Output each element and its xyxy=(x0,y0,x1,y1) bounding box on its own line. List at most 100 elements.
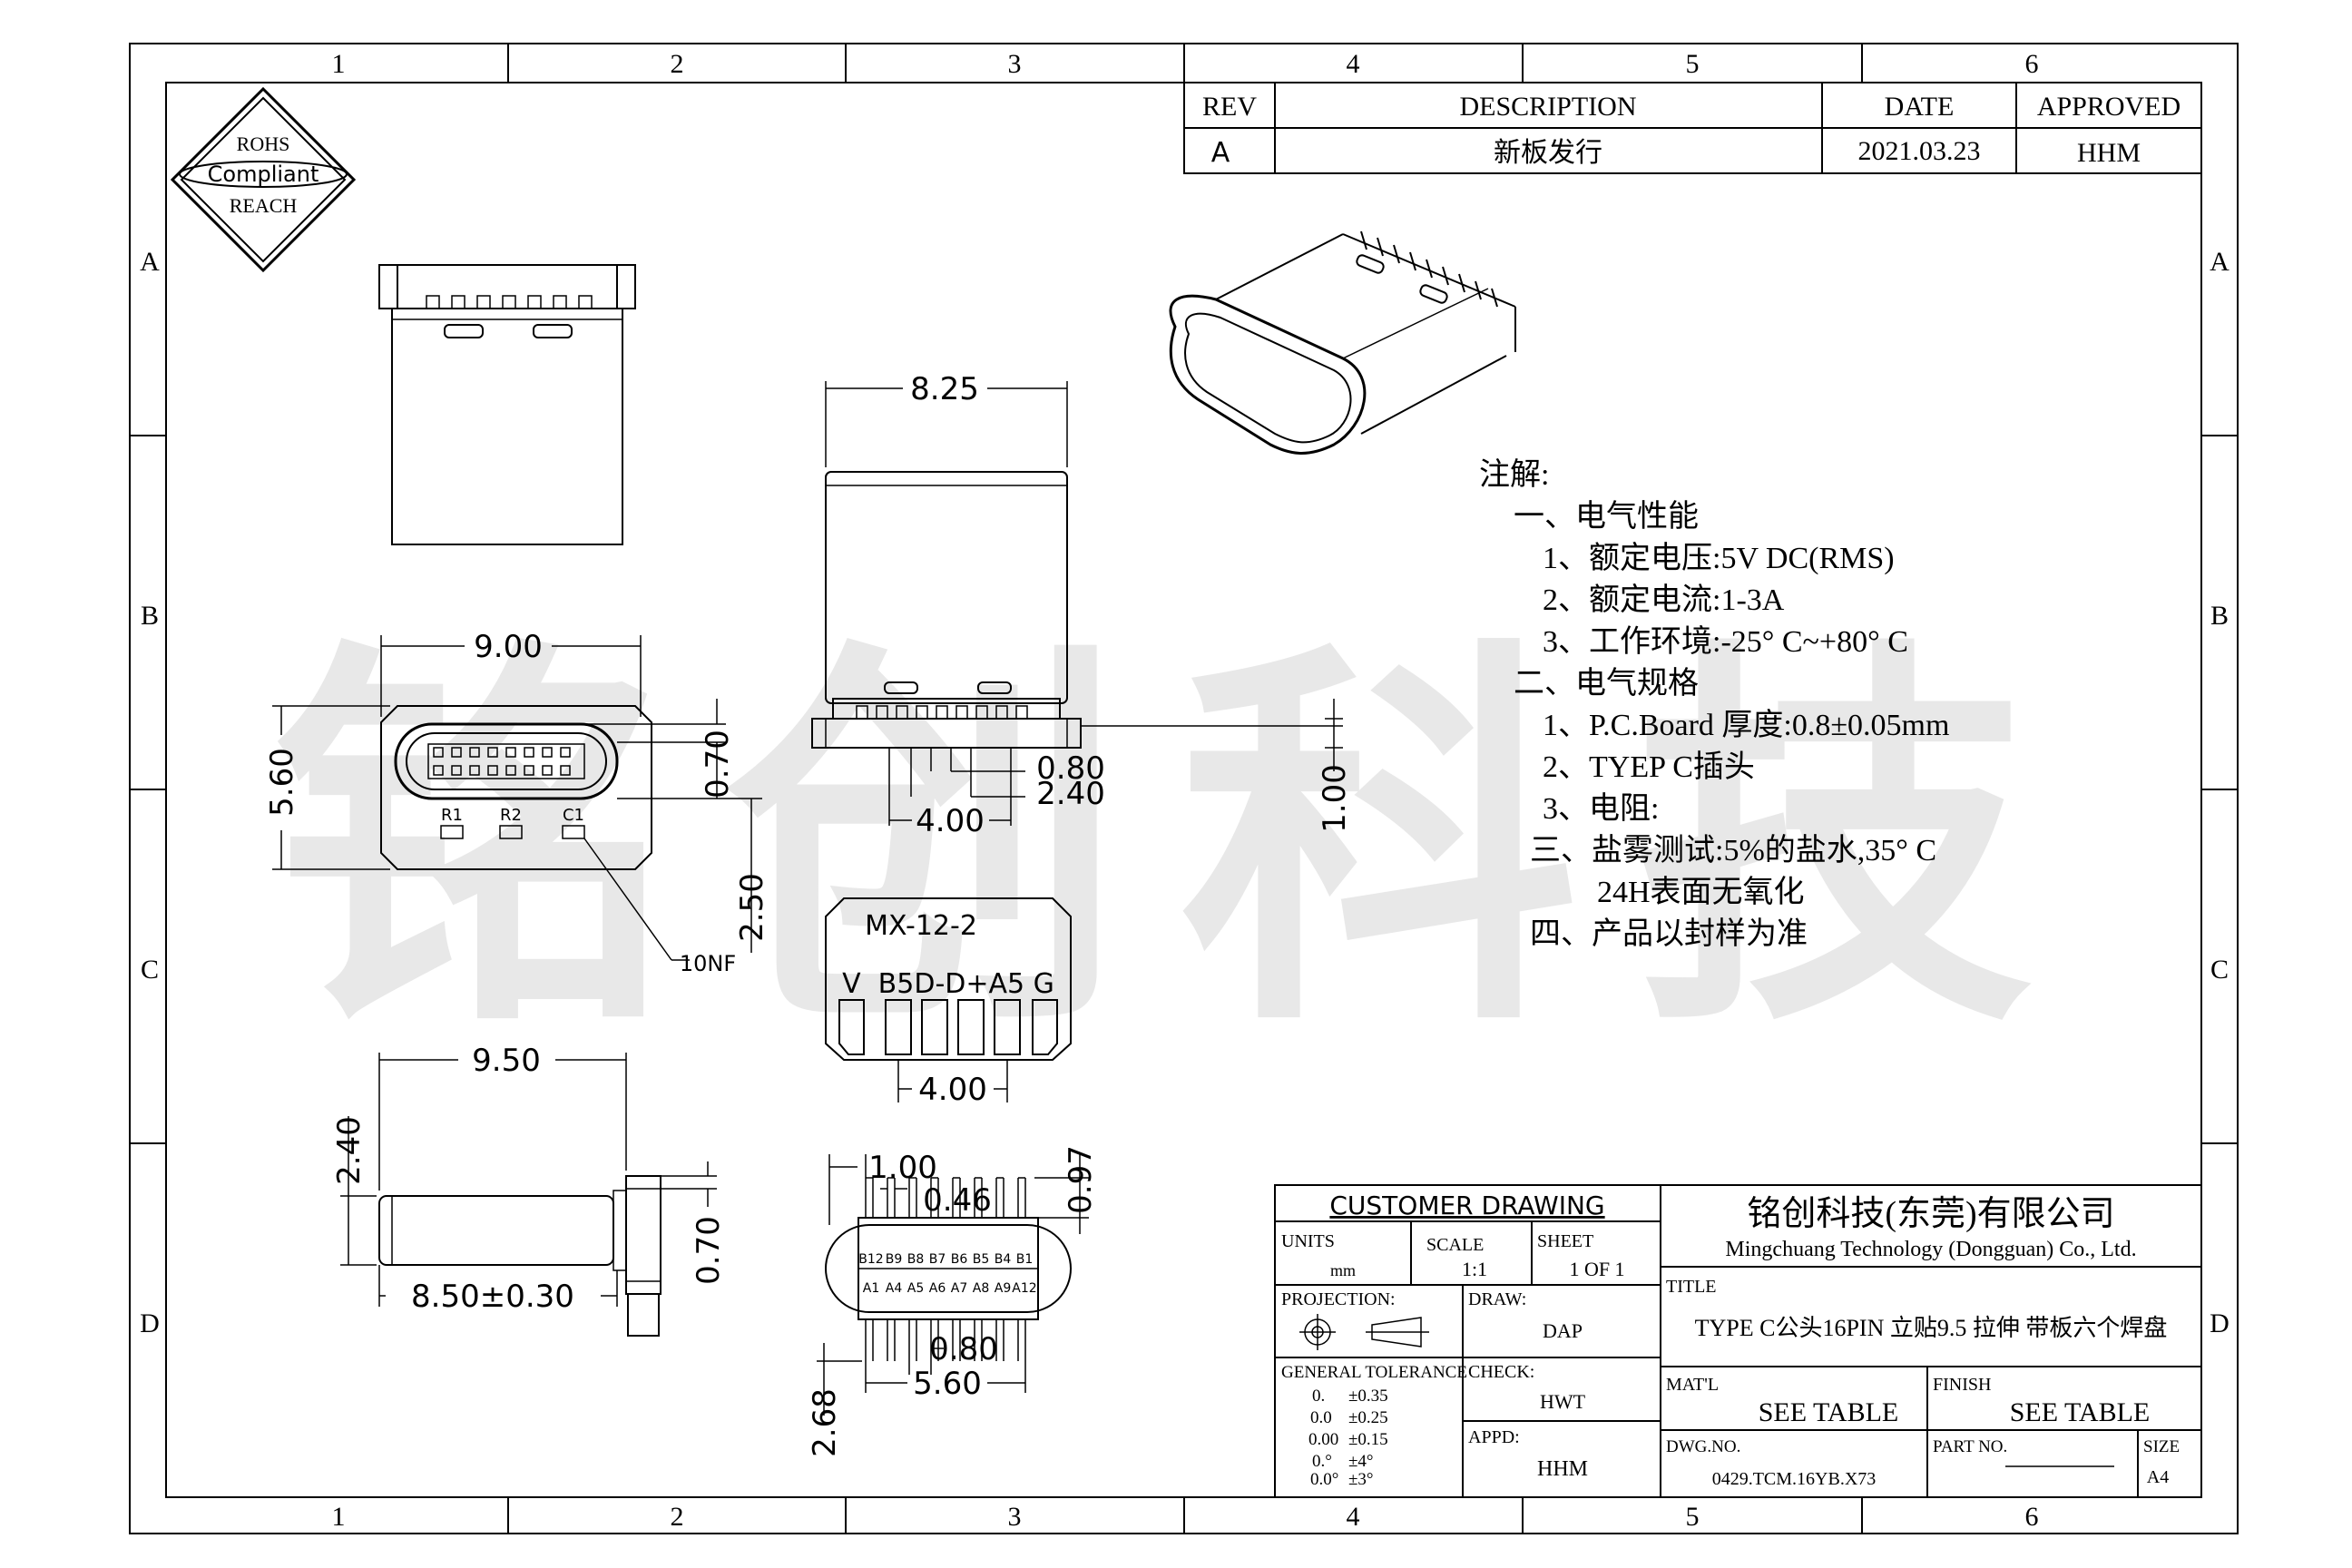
zone-bottom-3: 3 xyxy=(1008,1502,1022,1532)
dim-4-00-b: 4.00 xyxy=(918,1072,987,1108)
dim-2-40-a: 2.40 xyxy=(1036,776,1105,812)
title-label: TITLE xyxy=(1666,1277,1717,1297)
tol-key-5: 0.0° xyxy=(1310,1470,1338,1489)
draw-value: DAP xyxy=(1543,1319,1583,1342)
tol-key-4: 0.° xyxy=(1312,1452,1332,1471)
pin-b7: B7 xyxy=(929,1252,946,1267)
note-line-8: 3、电阻: xyxy=(1543,791,1659,826)
dim-5-60-a: 5.60 xyxy=(264,748,300,817)
dim-9-50: 9.50 xyxy=(472,1043,541,1079)
dim-2-68: 2.68 xyxy=(807,1388,843,1457)
tol-val-2: ±0.25 xyxy=(1348,1408,1388,1427)
compliant-text: Compliant xyxy=(208,162,319,187)
revision-block: REV DESCRIPTION DATE APPROVED A 新板发行 202… xyxy=(1183,82,2202,174)
zone-left-c: C xyxy=(141,955,159,985)
zone-bottom-5: 5 xyxy=(1686,1502,1700,1532)
date-header: DATE xyxy=(1885,92,1955,122)
appd-label: APPD: xyxy=(1468,1427,1520,1447)
dim-4-00-a: 4.00 xyxy=(916,803,985,839)
label-r2: R2 xyxy=(500,806,522,825)
dwgno-value: 0429.TCM.16YB.X73 xyxy=(1712,1469,1877,1489)
tol-key-1: 0. xyxy=(1312,1387,1325,1406)
pin-a9: A9 xyxy=(995,1281,1011,1296)
face-contacts xyxy=(433,747,571,776)
front-view-top xyxy=(378,264,636,545)
matl-value: SEE TABLE xyxy=(1759,1397,1899,1427)
zone-top-6: 6 xyxy=(2025,49,2039,79)
projection-symbol xyxy=(1299,1314,1429,1350)
rev-value: A xyxy=(1211,137,1230,169)
pin-layout-view: B12 B9 B8 B7 B6 B5 B4 B1 A1 A4 A5 A6 A7 … xyxy=(807,1145,1099,1457)
center-pins xyxy=(856,705,1028,720)
pin-b12: B12 xyxy=(858,1252,883,1267)
pcb-pad-labels: V B5D-D+A5 G xyxy=(842,968,1054,1000)
side-view-center: 8.25 0.80 2.40 4.00 1.00 xyxy=(811,371,1353,839)
dim-8-50: 8.50±0.30 xyxy=(411,1279,574,1315)
dim-0-80-b: 0.80 xyxy=(929,1331,998,1367)
size-value: A4 xyxy=(2147,1467,2169,1487)
pin-a6: A6 xyxy=(929,1281,946,1296)
pin-labels-bottom: A1 A4 A5 A6 A7 A8 A9 A12 xyxy=(863,1281,1037,1296)
zone-bottom-4: 4 xyxy=(1347,1502,1360,1532)
pin-b9: B9 xyxy=(886,1252,903,1267)
sheet-label: SHEET xyxy=(1537,1231,1593,1251)
pin-a12: A12 xyxy=(1012,1281,1036,1296)
isometric-view xyxy=(1169,230,1516,455)
description-value: 新板发行 xyxy=(1494,138,1602,168)
note-line-3: 2、额定电流:1-3A xyxy=(1543,583,1785,617)
rev-header: REV xyxy=(1202,92,1257,122)
mating-face-view: R1 R2 C1 10NF 9.00 5.60 0.70 2.50 xyxy=(264,629,770,976)
units-value: mm xyxy=(1330,1261,1356,1279)
note-line-6: 1、P.C.Board 厚度:0.8±0.05mm xyxy=(1543,708,1949,742)
units-label: UNITS xyxy=(1281,1231,1335,1251)
dwgno-label: DWG.NO. xyxy=(1666,1437,1740,1456)
zone-right-d: D xyxy=(2210,1308,2230,1338)
dim-0-46: 0.46 xyxy=(923,1182,992,1219)
tol-key-2: 0.0 xyxy=(1310,1408,1332,1427)
note-line-1: 一、电气性能 xyxy=(1514,499,1699,534)
watermark: 铭创科技 xyxy=(272,610,2087,1074)
top-pin-columns xyxy=(865,1177,1026,1218)
customer-drawing: CUSTOMER DRAWING xyxy=(1329,1191,1604,1220)
dim-0-80-a: 0.80 xyxy=(1036,750,1105,787)
zone-right-b: B xyxy=(2210,601,2229,631)
pcb-footprint: MX-12-2 V B5D-D+A5 G 4.00 xyxy=(825,897,1072,1108)
notes-block: 注解: 一、电气性能 1、额定电压:5V DC(RMS) 2、额定电流:1-3A… xyxy=(1479,457,1949,951)
pin-a4: A4 xyxy=(886,1281,903,1296)
zone-top-4: 4 xyxy=(1347,49,1360,79)
zone-bottom-2: 2 xyxy=(671,1502,684,1532)
zone-right-c: C xyxy=(2210,955,2229,985)
zone-left-a: A xyxy=(140,247,160,277)
pin-b4: B4 xyxy=(995,1252,1012,1267)
pin-b6: B6 xyxy=(951,1252,968,1267)
dim-5-60-b: 5.60 xyxy=(913,1366,982,1402)
watermark-text: 铭创科技 xyxy=(272,610,2087,1074)
matl-label: MAT'L xyxy=(1666,1375,1719,1395)
note-line-10: 24H表面无氧化 xyxy=(1597,875,1805,909)
tol-val-4: ±4° xyxy=(1348,1452,1374,1471)
label-c1: C1 xyxy=(563,806,584,825)
pcb-name: MX-12-2 xyxy=(865,910,977,942)
note-line-9: 三、盐雾测试:5%的盐水,35° C xyxy=(1530,833,1936,867)
note-line-5: 二、电气规格 xyxy=(1514,666,1699,701)
partno-label: PART NO. xyxy=(1933,1437,2007,1456)
reach-text: REACH xyxy=(230,194,298,217)
pin-labels-top: B12 B9 B8 B7 B6 B5 B4 B1 xyxy=(858,1252,1033,1267)
title-value: TYPE C公头16PIN 立贴9.5 拉伸 带板六个焊盘 xyxy=(1695,1315,2168,1341)
label-10nf: 10NF xyxy=(680,951,736,976)
pin-a5: A5 xyxy=(907,1281,924,1296)
note-line-7: 2、TYEP C插头 xyxy=(1543,750,1755,784)
tol-key-3: 0.00 xyxy=(1308,1430,1338,1449)
note-line-2: 1、额定电压:5V DC(RMS) xyxy=(1543,541,1895,575)
finish-value: SEE TABLE xyxy=(2010,1397,2151,1427)
tolerance-list: 0. ±0.35 0.0 ±0.25 0.00 ±0.15 0.° ±4° 0.… xyxy=(1308,1387,1388,1489)
projection-label: PROJECTION: xyxy=(1281,1289,1396,1309)
tol-val-5: ±3° xyxy=(1348,1470,1374,1489)
dim-2-40-b: 2.40 xyxy=(331,1116,368,1185)
tol-val-1: ±0.35 xyxy=(1348,1387,1388,1406)
iso-pins xyxy=(1360,230,1498,308)
pin-b1: B1 xyxy=(1016,1252,1034,1267)
company-en: Mingchuang Technology (Dongguan) Co., Lt… xyxy=(1725,1238,2136,1261)
zone-labels: 1 2 3 4 5 6 1 2 3 4 5 6 A B C D A B C D xyxy=(140,49,2230,1532)
